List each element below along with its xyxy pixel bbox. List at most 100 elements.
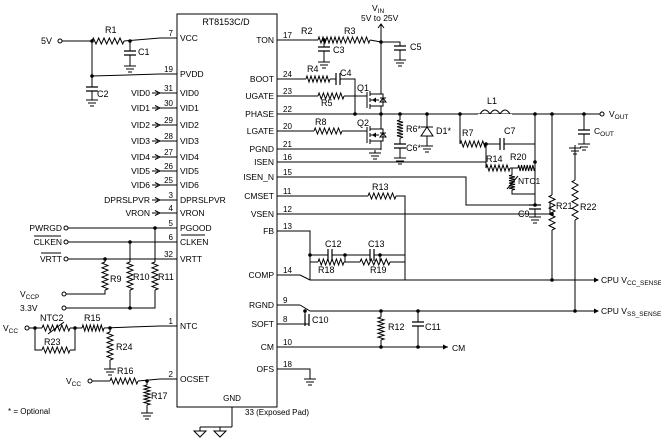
Q2-diode-sym: [379, 132, 387, 138]
ground-icon: [318, 59, 330, 69]
ground-icon: [104, 366, 116, 376]
net-vcc-ocset: VCC: [66, 376, 81, 388]
terminal-dot: [61, 291, 67, 297]
signal-label: VID0: [131, 88, 150, 98]
R16-label: R16: [117, 366, 134, 376]
wire: [379, 140, 382, 149]
wire: [299, 304, 594, 312]
wire: [369, 39, 382, 43]
R6-label: R6*: [406, 124, 422, 134]
pin-name-left: VID4: [180, 152, 199, 162]
Q2-diode: [379, 128, 384, 142]
arrow-icon: [154, 210, 162, 216]
R6: [396, 119, 404, 139]
R1-label: R1: [105, 25, 117, 35]
terminal-dot: [63, 256, 69, 262]
pin-name-right: PHASE: [245, 109, 274, 119]
terminal-dot: [57, 38, 63, 44]
pin-name-left: PGOOD: [180, 223, 212, 233]
pin-num-right: 24: [283, 70, 292, 79]
wire: [379, 87, 382, 95]
R13-label: R13: [372, 182, 389, 192]
arrow-icon: [154, 105, 162, 111]
wire: [300, 144, 487, 163]
signal-label: VID3: [131, 136, 150, 146]
R12-label: R12: [388, 322, 405, 332]
R16: [109, 376, 139, 386]
junction-dot: [73, 326, 77, 330]
C10-label: C10: [312, 315, 329, 325]
pin-num-right: 9: [283, 296, 288, 305]
pin-name-right: UGATE: [245, 91, 274, 101]
ntc-arrow: [47, 321, 65, 335]
C7-label: C7: [504, 126, 516, 136]
R22: [570, 179, 580, 221]
R22-label: R22: [580, 202, 597, 212]
Q2: [366, 126, 379, 144]
ic-body: [176, 13, 278, 408]
terminal-dot: [63, 225, 69, 231]
C4: [335, 73, 341, 85]
signal-label: VRON: [125, 208, 150, 218]
R12: [376, 316, 386, 341]
R5: [317, 91, 345, 101]
junction-dot: [533, 112, 537, 116]
junction-dot: [128, 306, 132, 310]
pin-num-left: 4: [169, 204, 174, 213]
pin-num-left: 25: [164, 176, 173, 185]
D1-label: D1*: [436, 126, 452, 136]
Q1-diode: [379, 93, 384, 107]
pin-name-right: LGATE: [247, 126, 275, 136]
net-3v3: 3.3V: [20, 303, 38, 313]
pin-name-left: VCC: [180, 33, 198, 43]
wire: [381, 41, 401, 46]
pin-num-left: 19: [164, 65, 173, 74]
ground-icon: [529, 214, 541, 224]
COUT-label: COUT: [594, 126, 614, 138]
pin-num-left: 7: [169, 29, 174, 38]
vin-range: 5V to 25V: [361, 13, 399, 23]
signal-label: VID5: [131, 166, 150, 176]
pin-num-right: 17: [283, 31, 292, 40]
R11: [150, 261, 160, 291]
components: [24, 13, 605, 438]
ground-icon: [86, 97, 98, 107]
net-vcc-ntc: VCC: [3, 323, 18, 335]
ground-icon: [569, 145, 581, 155]
pin-num-left: 29: [164, 116, 173, 125]
pin-name-right: CMSET: [244, 191, 274, 201]
ground-icon: [212, 427, 228, 438]
vin-arrow-icon: [377, 23, 385, 29]
ic-name: RT8153C/D: [202, 17, 250, 27]
R9: [100, 261, 110, 291]
pin-num-right: 23: [283, 87, 292, 96]
Q1: [366, 91, 379, 109]
ground-icon: [394, 57, 406, 67]
signal-label: VID2: [131, 120, 150, 130]
wire: [66, 290, 106, 295]
pin-num-right: 18: [283, 360, 292, 369]
Q1-label: Q1: [357, 83, 369, 93]
wire: [103, 325, 161, 329]
C2: [86, 86, 98, 92]
junction-dot: [103, 257, 107, 261]
net-cm: CM: [452, 343, 465, 353]
junction-dot: [379, 309, 383, 313]
R8-label: R8: [315, 117, 327, 127]
wire: [34, 328, 42, 351]
R17: [142, 384, 152, 406]
ground-icon: [578, 141, 590, 151]
R19: [359, 257, 391, 267]
terminal-dot: [599, 111, 605, 117]
pin-name-left: OCSET: [180, 374, 209, 384]
Q2-arrow: [372, 132, 376, 138]
R21-label: R21: [556, 201, 573, 211]
junction-dot: [108, 326, 112, 330]
C5-label: C5: [410, 42, 422, 52]
pin-num-left: 2: [169, 370, 174, 379]
arrow-icon: [154, 122, 162, 128]
wire: [299, 262, 406, 281]
R10-label: R10: [133, 272, 150, 282]
